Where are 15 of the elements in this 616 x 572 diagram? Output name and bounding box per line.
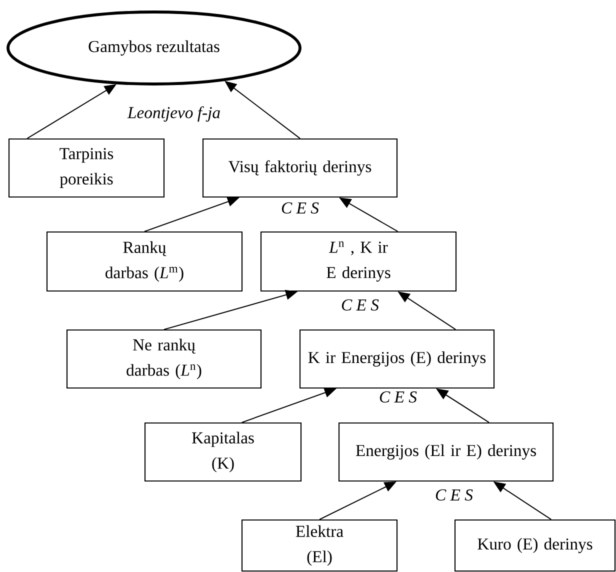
- process-box: Elektra (El): [241, 519, 398, 572]
- function-label: C E S: [280, 201, 320, 215]
- function-label: C E S: [340, 298, 380, 312]
- process-box: K ir Energijos (E) derinys: [299, 329, 495, 389]
- process-box: Tarpinis poreikis: [8, 138, 165, 198]
- process-box: Kapitalas (K): [144, 422, 302, 482]
- process-box: Visų faktorių derinys: [202, 138, 398, 198]
- process-box: Ne rankų darbas (L$^{n}$): [66, 329, 262, 389]
- process-box: Energijos (El ir E) derinys: [338, 422, 554, 482]
- function-label: C E S: [434, 488, 474, 502]
- function-label: Leontjevo f-ja: [126, 105, 222, 123]
- process-box: Rankų darbas (L$^{m}$): [46, 231, 243, 292]
- process-box: L$^{n}$ , K ir E derinys: [260, 231, 457, 292]
- process-box: Kuro (E) derinys: [454, 519, 616, 572]
- function-label: C E S: [378, 390, 418, 404]
